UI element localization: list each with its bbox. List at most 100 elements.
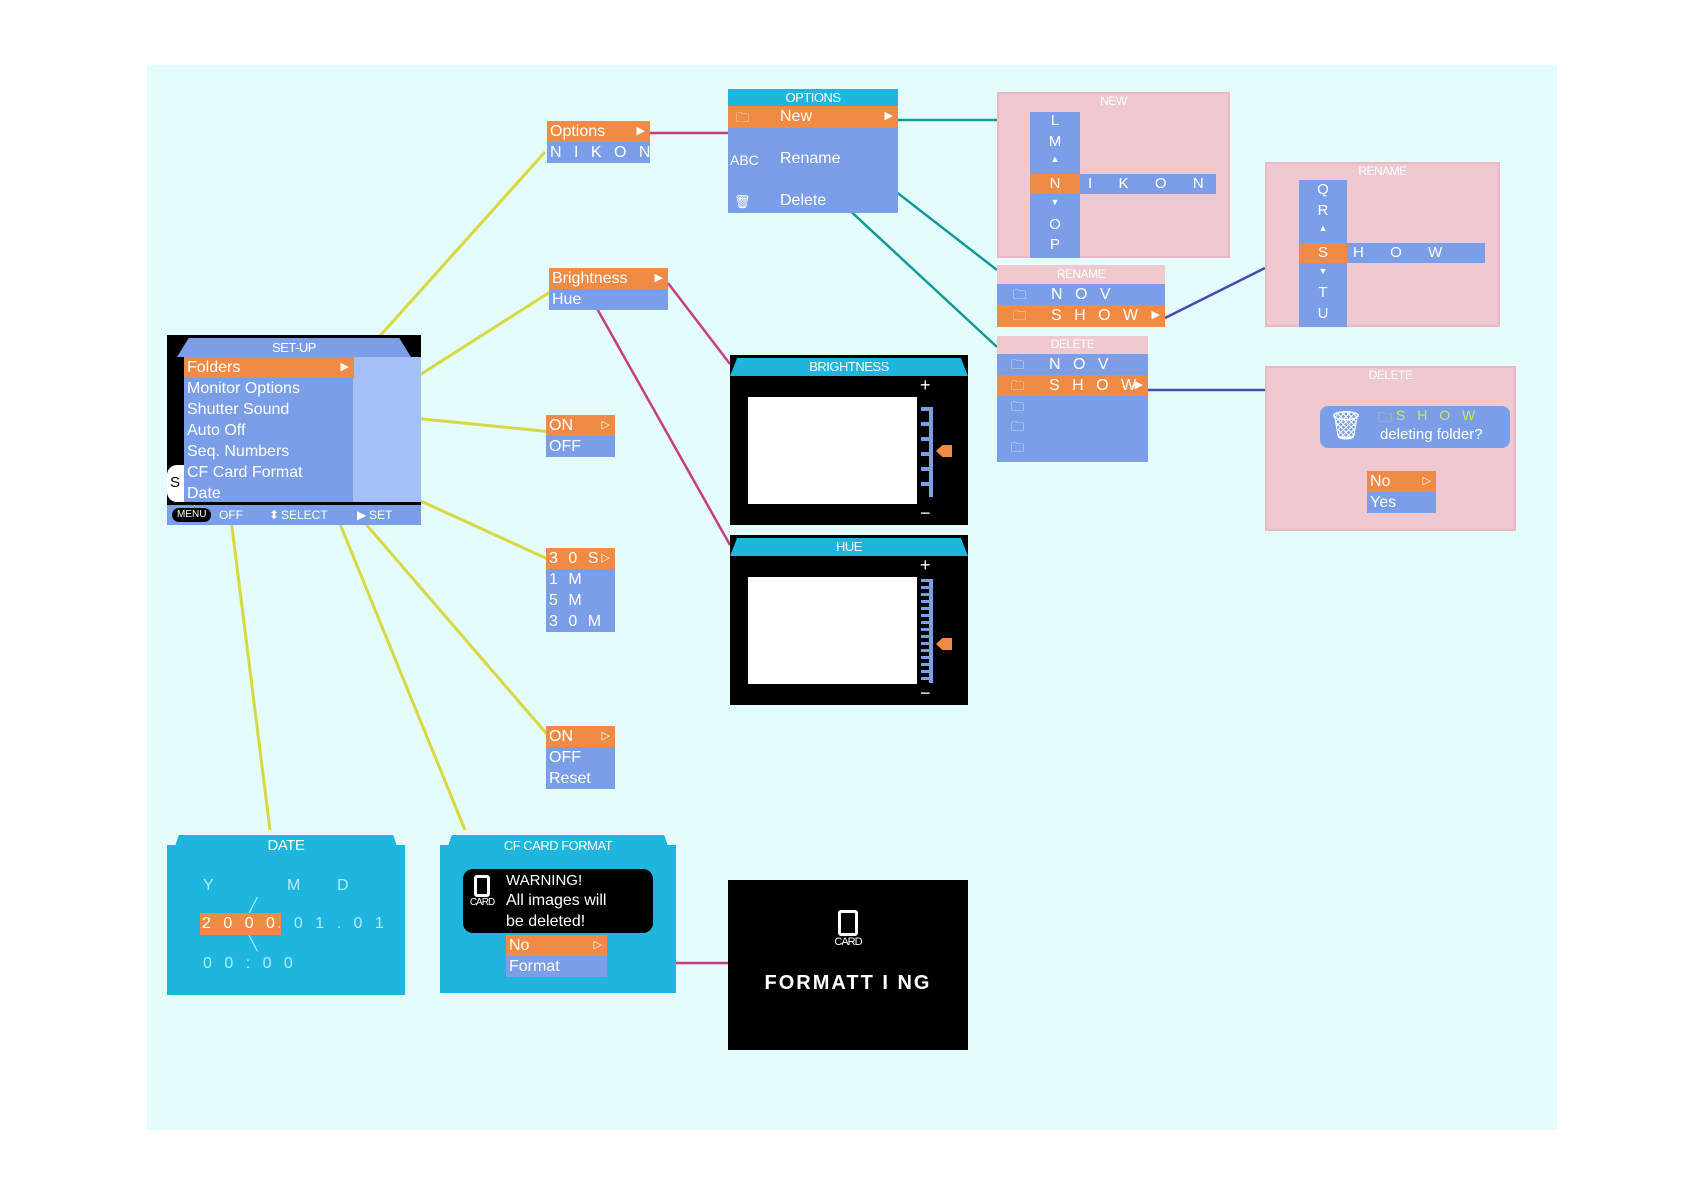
shutter-off[interactable]: OFF [549,438,581,455]
folder-icon: 🗀 [1013,287,1027,302]
delete-list-header: DELETE [997,336,1148,354]
date-year-field[interactable]: 2 0 0 0 [200,913,281,935]
setup-title: SET-UP [272,340,316,355]
setup-right-column [353,357,421,502]
delete-list-title: DELETE [1050,337,1095,351]
30s-label: 3 0 S [549,550,602,567]
new-selected-row[interactable]: N I K O N [1030,174,1216,194]
setup-menu: SET-UP S Folders▶ Monitor Options Shutte… [167,335,421,525]
setup-item-date[interactable]: Date [187,485,221,502]
menu-button-icon: MENU [172,508,212,522]
setup-item-folders[interactable]: Folders▶ [184,357,354,378]
nov-label: N O V [1051,286,1115,303]
select-arrows-icon: ⬍ [269,508,280,522]
card-icon: CARD [830,910,866,954]
arrow-right-icon: ▶ [654,272,663,284]
cf-warning-box: CARD WARNING! All images will be deleted… [463,869,653,933]
seq-submenu: ON ▷ OFF Reset [546,726,615,789]
new-letter-L[interactable]: L [1050,112,1060,129]
delete-folder-name: S H O W [1396,407,1480,423]
brightness-slider-handle[interactable] [936,445,952,457]
options-new[interactable]: 🗀 New▶ [728,106,898,128]
new-letter-M[interactable]: M [1048,133,1062,150]
new-label: New [780,108,813,125]
new-name-rest: I K O N [1088,175,1210,192]
date-time-field[interactable]: 0 0 : 0 0 [203,955,297,972]
card-icon: CARD [468,875,496,915]
delete-label: Delete [780,192,827,209]
rename-letter-Q[interactable]: Q [1317,181,1329,198]
delete-confirm-panel: DELETE 🗑 🗀 S H O W deleting folder? No▷ … [1265,366,1516,531]
delete-confirm-yes[interactable]: Yes [1367,492,1436,513]
shutter-on[interactable]: ON▷ [546,415,615,436]
seq-reset[interactable]: Reset [549,770,591,787]
trash-icon: 🗑 [1328,410,1364,441]
date-title: DATE [267,837,305,854]
rename-letter-U[interactable]: U [1317,305,1329,322]
delete-question: deleting folder? [1380,426,1483,443]
seq-off[interactable]: OFF [549,749,581,766]
up-arrow-icon: ▲ [1050,154,1060,164]
rename-letter-R[interactable]: R [1317,202,1329,219]
delete-list-nov[interactable]: 🗀 N O V [997,354,1148,375]
monitor-hue[interactable]: Hue [552,291,582,308]
cf-format-format[interactable]: Format [506,956,607,977]
options-delete[interactable]: 🗑 Delete [728,190,898,211]
monitor-brightness[interactable]: Brightness▶ [549,268,668,289]
options-title: OPTIONS [785,90,841,105]
hue-screen: HUE + − [730,535,968,705]
date-panel: DATE Y M D ╱ 2 0 0 0 . 0 1 . 0 1 ╲ 0 0 :… [167,835,405,995]
formatting-screen: CARD FORMATT I NG [728,880,968,1050]
seq-on[interactable]: ON ▷ [546,726,615,747]
autooff-30s[interactable]: 3 0 S▷ [546,548,615,569]
setup-item-monitor[interactable]: Monitor Options [187,380,300,397]
rename-panel: RENAME Q R ▲ S H O W ▼ T U [1265,162,1500,327]
delete-list-show[interactable]: 🗀 S H O W▶ [997,375,1148,396]
new-title: NEW [1100,94,1127,108]
folder-icon: 🗀 [1011,357,1025,372]
setup-item-cf[interactable]: CF Card Format [187,464,303,481]
new-letter-P[interactable]: P [1049,236,1060,253]
minus-icon: − [920,503,931,523]
no-label: No [509,937,530,954]
setup-side-letter: S [170,474,181,491]
arrow-right-outline-icon: ▷ [601,730,610,742]
on-label: ON [549,728,573,745]
date-label-d: D [337,877,349,894]
folders-submenu: Options▶ N I K O N [547,121,650,163]
options-rename[interactable]: ABC Rename [728,148,898,169]
folders-options[interactable]: Options▶ [547,121,650,142]
rename-list-show[interactable]: 🗀 S H O W▶ [997,305,1165,327]
brightness-scale [921,407,933,497]
autooff-1m[interactable]: 1 M [549,571,585,588]
folder-icon: 🗀 [1011,440,1025,455]
plus-icon: + [920,555,931,575]
wire-rename-panel [1164,266,1266,320]
folders-nikon[interactable]: N I K O N [550,144,655,161]
rename-list-nov[interactable]: 🗀 N O V [997,284,1165,305]
hue-slider-handle[interactable] [936,638,952,650]
folder-icon: 🗀 [1011,399,1025,414]
arrow-right-icon: ▶ [340,361,349,373]
cf-format-no[interactable]: No▷ [506,935,607,956]
arrow-right-outline-icon: ▷ [601,552,610,564]
hue-header: HUE [730,538,968,556]
formatting-text: FORMATT I NG [764,972,932,994]
setup-item-autooff[interactable]: Auto Off [187,422,246,439]
setup-item-shutter[interactable]: Shutter Sound [187,401,290,418]
wire-delete-list [844,205,998,348]
autooff-5m[interactable]: 5 M [549,592,585,609]
shutter-submenu: ON▷ OFF [546,415,615,457]
rename-letter-S: S [1299,243,1347,263]
rename-list: RENAME 🗀 N O V 🗀 S H O W▶ [997,265,1165,327]
date-month-day[interactable]: . 0 1 . 0 1 [277,915,388,932]
rename-letter-T[interactable]: T [1318,284,1328,301]
new-letter-O[interactable]: O [1049,216,1061,233]
autooff-30m[interactable]: 3 0 M [549,613,605,630]
rename-selected-row[interactable]: S H O W [1299,243,1485,263]
arrow-right-icon: ▶ [1151,309,1160,321]
delete-confirm-no[interactable]: No▷ [1367,471,1436,492]
cf-warning-title: WARNING! [506,872,583,889]
setup-item-seq[interactable]: Seq. Numbers [187,443,290,460]
cf-format-panel: CF CARD FORMAT CARD WARNING! All images … [440,835,676,993]
